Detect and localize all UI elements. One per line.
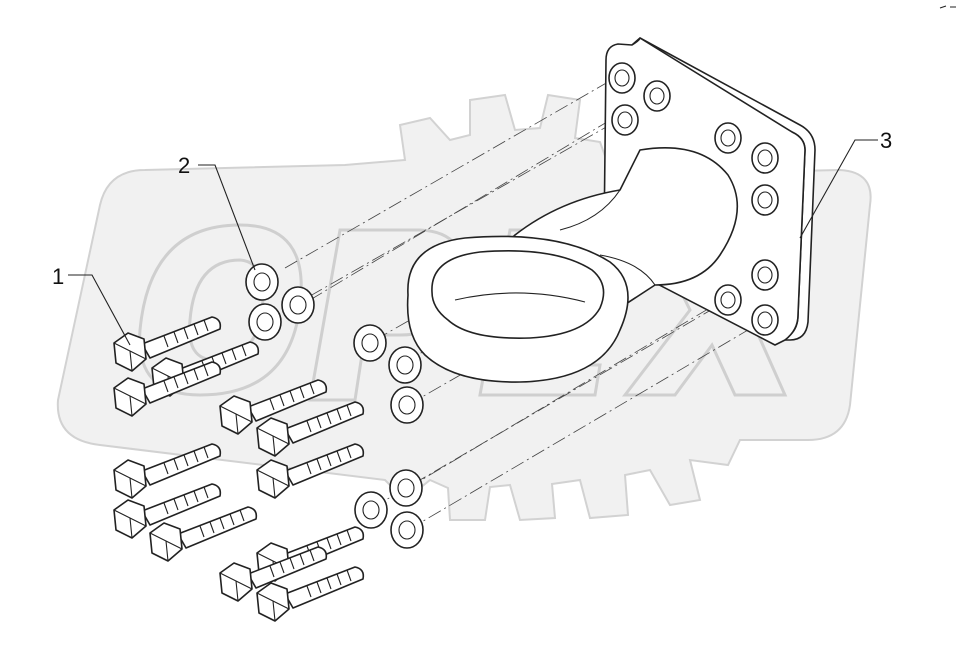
- washer: [388, 346, 422, 384]
- washer: [245, 263, 279, 301]
- washer: [354, 491, 388, 529]
- leader-lines: [68, 139, 878, 346]
- washer: [389, 469, 423, 507]
- callout-3: 3: [880, 128, 892, 153]
- flange-holes: [608, 62, 779, 336]
- callout-2: 2: [178, 153, 190, 178]
- callout-1: 1: [52, 264, 64, 289]
- washer: [281, 286, 315, 324]
- washers: [245, 263, 424, 549]
- corner-mark: [939, 5, 956, 9]
- washer: [390, 511, 424, 549]
- washer: [248, 303, 282, 341]
- washer: [353, 324, 387, 362]
- tow-eye-assembly: [406, 37, 816, 383]
- washer: [390, 386, 424, 424]
